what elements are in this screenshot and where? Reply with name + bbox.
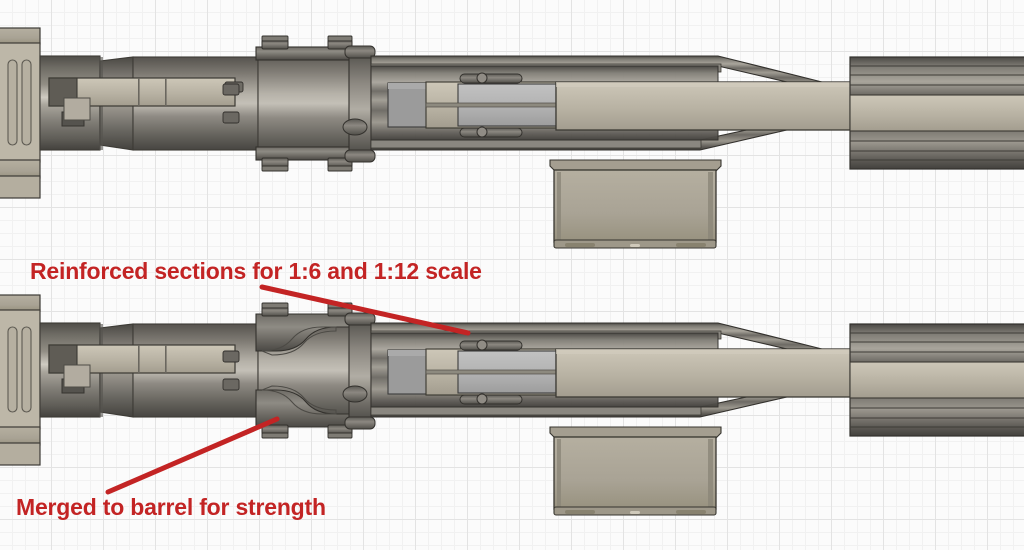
annotation-leader-lines [105,284,471,495]
cad-model-bottom-variant [0,294,1024,516]
annotation-label-reinforced-sections: Reinforced sections for 1:6 and 1:12 sca… [30,258,482,284]
cad-model-top-variant [0,27,1024,249]
leader-line-reinforced-sections [259,284,471,336]
annotation-label-merged-to-barrel: Merged to barrel for strength [16,494,326,520]
leader-line-merged-to-barrel [105,416,280,495]
